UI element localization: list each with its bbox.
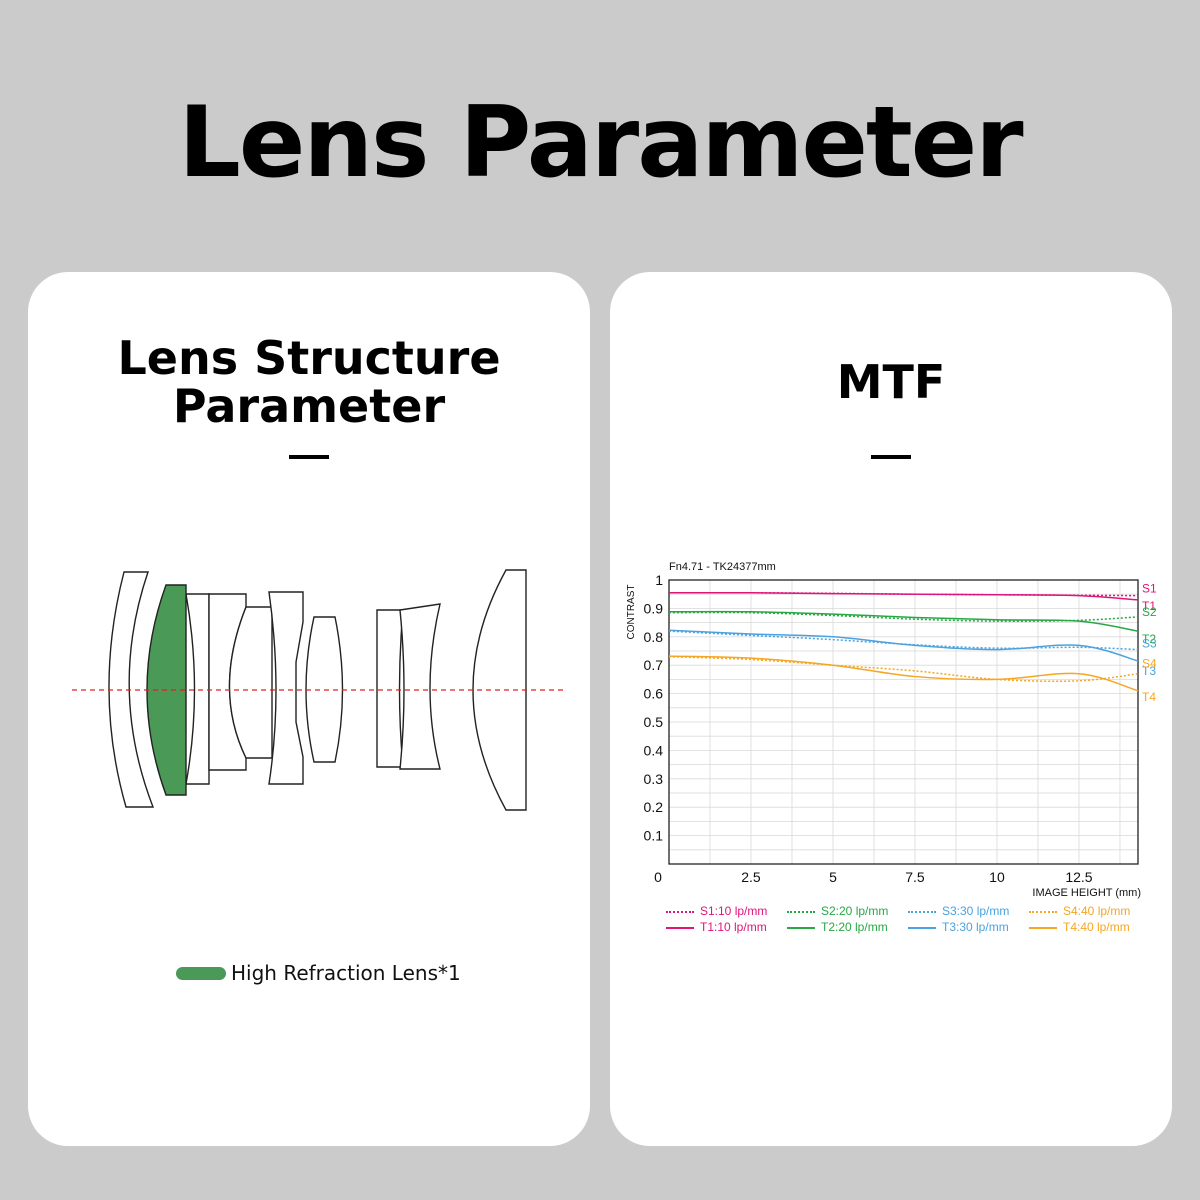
legend-label: T1:10 lp/mm	[700, 920, 767, 934]
lens-element-6	[268, 591, 304, 785]
title-divider	[871, 455, 911, 459]
legend-item: T1:10 lp/mm	[666, 920, 783, 935]
legend-item: S4:40 lp/mm	[1029, 904, 1146, 919]
y-axis-label: CONTRAST	[626, 585, 637, 640]
legend-item: T2:20 lp/mm	[787, 920, 904, 935]
high-refraction-label: High Refraction Lens*1	[231, 961, 461, 985]
y-tick-label: 0.9	[644, 600, 664, 616]
lens-structure-title-line1: Lens Structure	[117, 331, 501, 385]
legend-swatch	[787, 926, 815, 929]
mtf-title: MTF	[836, 355, 946, 409]
legend-item: T4:40 lp/mm	[1029, 920, 1146, 935]
x-tick-label: 2.5	[741, 869, 761, 885]
legend-swatch	[787, 910, 815, 913]
legend-swatch	[908, 926, 936, 929]
series-end-label: S1	[1142, 582, 1157, 596]
lens-structure-title-line2: Parameter	[172, 379, 446, 433]
page-title: Lens Parameter	[178, 86, 1023, 200]
series-s3-line	[668, 630, 1139, 651]
y-tick-label: 1	[655, 572, 663, 588]
y-tick-label: 0.6	[644, 686, 664, 702]
series-t3-line	[668, 629, 1139, 662]
legend-item: S1:10 lp/mm	[666, 904, 783, 919]
series-s4-line	[668, 655, 1139, 682]
series-t2-line	[668, 610, 1139, 632]
legend-swatch	[666, 910, 694, 913]
y-tick-label: 0.2	[644, 799, 664, 815]
x-tick-label: 5	[829, 869, 837, 885]
y-tick-label: 0.7	[644, 657, 664, 673]
lens-element-1	[108, 571, 155, 808]
series-end-label: T2	[1142, 632, 1156, 646]
chart-series	[668, 591, 1139, 692]
series-end-label: T1	[1142, 599, 1156, 613]
series-t4-line	[668, 655, 1139, 692]
legend-item: S3:30 lp/mm	[908, 904, 1025, 919]
lens-element-8	[376, 609, 404, 768]
lens-element-5	[228, 606, 273, 759]
legend-item: S2:20 lp/mm	[787, 904, 904, 919]
legend-label: T2:20 lp/mm	[821, 920, 888, 934]
x-tick-label: 0	[654, 869, 662, 885]
x-axis-label: IMAGE HEIGHT (mm)	[1032, 887, 1141, 899]
x-tick-label: 7.5	[905, 869, 925, 885]
chart-grid	[668, 579, 1138, 865]
lens-structure-diagram	[72, 569, 563, 811]
x-tick-label: 12.5	[1065, 869, 1092, 885]
title-divider	[289, 455, 329, 459]
x-tick-label: 10	[989, 869, 1005, 885]
y-tick-label: 0.4	[644, 742, 664, 758]
legend-swatch	[1029, 926, 1057, 929]
legend-swatch	[666, 926, 694, 929]
legend-swatch	[1029, 910, 1057, 913]
legend-label: S2:20 lp/mm	[821, 904, 889, 918]
legend-label: S1:10 lp/mm	[700, 904, 768, 918]
chart-title: Fn4.71 - TK24377mm	[669, 561, 776, 573]
y-tick-label: 0.8	[644, 629, 664, 645]
series-end-label: S4	[1142, 657, 1157, 671]
series-end-label: S3	[1142, 637, 1157, 651]
y-tick-label: 0.5	[644, 714, 664, 730]
plot-frame	[668, 579, 1139, 865]
lens-element-3	[185, 593, 210, 785]
legend-label: S4:40 lp/mm	[1063, 904, 1131, 918]
lens-element-9	[399, 603, 441, 770]
series-end-label: S2	[1142, 605, 1157, 619]
lens-structure-card: Lens Structure Parameter High Refraction…	[28, 272, 590, 1146]
legend-swatch	[908, 910, 936, 913]
legend-item: T3:30 lp/mm	[908, 920, 1025, 935]
series-end-label: T3	[1142, 664, 1156, 678]
legend-label: S3:30 lp/mm	[942, 904, 1010, 918]
y-tick-label: 0.3	[644, 771, 664, 787]
series-t1-line	[668, 591, 1139, 601]
lens-structure-title: Lens Structure Parameter	[28, 334, 590, 430]
legend-label: T3:30 lp/mm	[942, 920, 1009, 934]
y-tick-label: 0.1	[644, 828, 664, 844]
high-refraction-swatch	[176, 967, 226, 980]
legend-label: T4:40 lp/mm	[1063, 920, 1130, 934]
series-end-label: T4	[1142, 690, 1156, 704]
mtf-legend: S1:10 lp/mm S2:20 lp/mm S3:30 lp/mm S4:40 l…	[666, 904, 1146, 935]
